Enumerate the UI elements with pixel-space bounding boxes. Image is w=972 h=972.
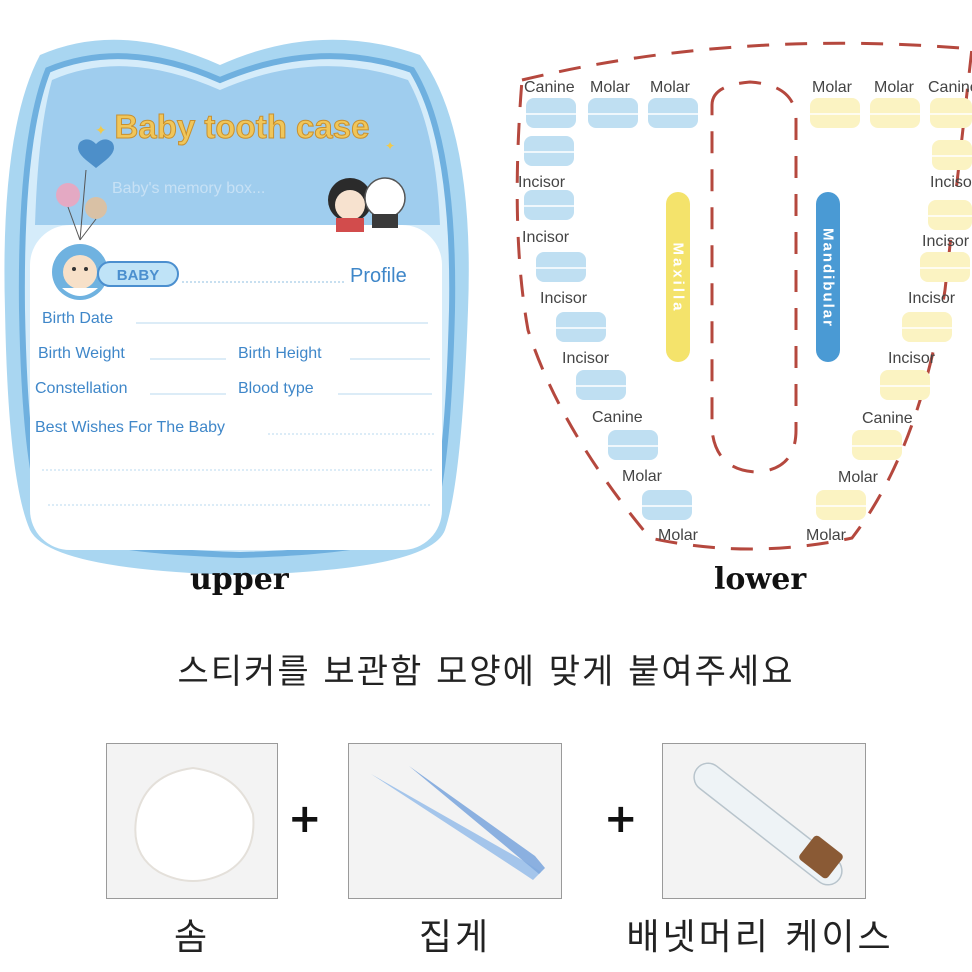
tooth-blue: [588, 98, 638, 128]
baby-badge: [97, 261, 179, 287]
constellation-label: Constellation: [35, 380, 128, 397]
form-area: [30, 225, 442, 550]
birth-date-label: Birth Date: [42, 310, 113, 327]
maxilla-label: Maxilla: [670, 242, 687, 313]
upper-left-teeth: [524, 98, 698, 520]
label-incisor: Incisor: [888, 350, 936, 367]
tooth-blue: [648, 98, 698, 128]
baby-stroller-icon: [52, 244, 108, 300]
baby-tooth-card: ✦ ✦ Baby tooth case Baby's memory box...…: [4, 39, 469, 575]
tube-photo: [662, 743, 866, 899]
card-title: Baby tooth case: [115, 108, 370, 145]
label-molar: Molar: [658, 527, 699, 544]
tweezers-label: 집게: [418, 917, 492, 958]
tooth-blue: [642, 490, 692, 520]
tooth-yellow: [880, 370, 930, 400]
tooth-yellow: [928, 200, 972, 230]
chart-outline: [515, 41, 972, 551]
balloons-icon: [56, 139, 114, 241]
label-incisor: Incisor: [562, 350, 610, 367]
label-incisor: Incisor: [540, 290, 588, 307]
tooth-yellow: [920, 252, 970, 282]
birth-weight-label: Birth Weight: [38, 345, 125, 362]
label-incisor: Incisor: [922, 233, 970, 250]
label-molar: Molar: [806, 527, 847, 544]
lower-caption: lower: [714, 562, 807, 597]
lower-right-teeth: [810, 98, 972, 520]
card-subtitle: Baby's memory box...: [112, 180, 265, 197]
plus-sign: +: [288, 796, 322, 842]
tooth-yellow: [870, 98, 920, 128]
label-incisor: Incisor: [518, 174, 566, 191]
tooth-yellow: [902, 312, 952, 342]
tooth-blue: [608, 430, 658, 460]
mandibular-label: Mandibular: [820, 228, 837, 328]
profile-label: Profile: [350, 265, 407, 287]
tooth-yellow: [932, 140, 972, 170]
label-canine: Canine: [524, 79, 575, 96]
tweezers-arm: [409, 766, 545, 874]
label-incisor: Incisor: [908, 290, 956, 307]
tooth-yellow: [816, 490, 866, 520]
mandibular-pill: [816, 192, 840, 362]
upper-caption: upper: [190, 562, 289, 597]
chart-inner-outline: [710, 80, 798, 474]
tooth-blue: [526, 98, 576, 128]
label-molar: Molar: [874, 79, 915, 96]
tooth-blue: [524, 136, 574, 166]
label-canine: Canine: [592, 409, 643, 426]
tooth-yellow: [852, 430, 902, 460]
tooth-blue: [576, 370, 626, 400]
tweezers-arm: [371, 774, 541, 880]
label-incisor: Incisor: [522, 229, 570, 246]
label-molar: Molar: [838, 469, 879, 486]
cork-stopper: [799, 835, 843, 879]
svg-text:✦: ✦: [95, 123, 107, 139]
tooth-chart: Maxilla Mandibular Canine Molar Molar In…: [515, 41, 972, 551]
cartoon-kids-icon: [328, 177, 406, 232]
svg-text:✦: ✦: [385, 139, 395, 153]
cotton-pad: [134, 766, 255, 882]
label-molar: Molar: [812, 79, 853, 96]
cotton-photo: [106, 743, 278, 899]
baby-badge-label: BABY: [117, 267, 160, 284]
label-incisor: Incisor: [930, 174, 972, 191]
tweezers-photo: [348, 743, 562, 899]
label-canine: Canine: [862, 410, 913, 427]
label-canine: Canine: [928, 79, 972, 96]
label-molar: Molar: [622, 468, 663, 485]
tooth-blue: [524, 190, 574, 220]
instruction-text: 스티커를 보관함 모양에 맞게 붙여주세요: [177, 652, 795, 692]
cotton-label: 솜: [173, 917, 211, 958]
tooth-blue: [536, 252, 586, 282]
tooth-yellow: [810, 98, 860, 128]
tooth-yellow: [930, 98, 972, 128]
label-molar: Molar: [590, 79, 631, 96]
blood-type-label: Blood type: [238, 380, 314, 397]
birth-height-label: Birth Height: [238, 345, 322, 362]
plus-sign: +: [604, 796, 638, 842]
tooth-blue: [556, 312, 606, 342]
label-molar: Molar: [650, 79, 691, 96]
tube-label: 배넷머리 케이스: [626, 917, 894, 958]
maxilla-pill: [666, 192, 690, 362]
best-wishes-label: Best Wishes For The Baby: [35, 419, 225, 436]
